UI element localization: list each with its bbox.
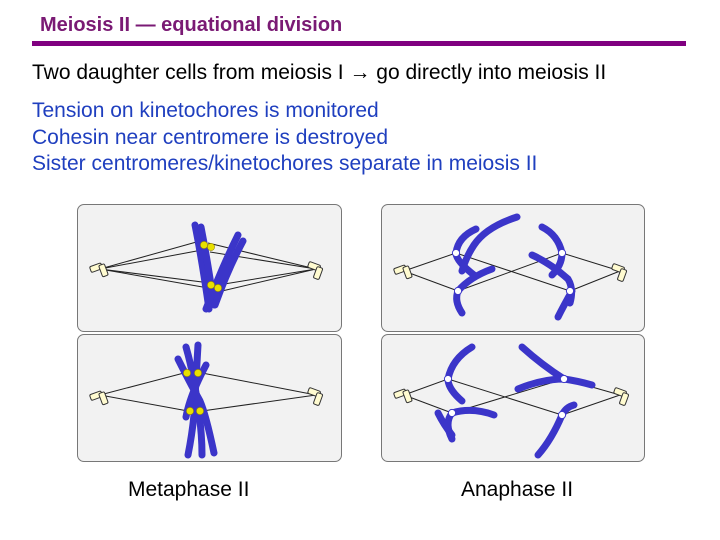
centriole-pair-icon bbox=[608, 262, 629, 283]
caption-metaphase: Metaphase II bbox=[128, 478, 250, 501]
centriole-pair-icon bbox=[392, 387, 413, 407]
anaphase-cell-top bbox=[381, 204, 645, 332]
bullet-item-tension: Tension on kinetochores is monitored bbox=[32, 99, 379, 122]
intro-text: Two daughter cells from meiosis I → go d… bbox=[32, 61, 607, 84]
metaphase-cell-top bbox=[77, 204, 342, 332]
title-rule bbox=[32, 41, 686, 46]
centriole-pair-icon bbox=[88, 261, 109, 281]
page-title: Meiosis II — equational division bbox=[40, 14, 343, 36]
centriole-pair-icon bbox=[88, 389, 109, 409]
bullet-item-separation: Sister centromeres/kinetochores separate… bbox=[32, 152, 538, 175]
bullet-list: Tension on kinetochores is monitored Coh… bbox=[32, 98, 537, 178]
bullet-item-cohesin: Cohesin near centromere is destroyed bbox=[32, 125, 389, 149]
centriole-pair-icon bbox=[610, 386, 631, 407]
caption-anaphase: Anaphase II bbox=[461, 478, 574, 501]
centriole-pair-icon bbox=[392, 263, 413, 283]
metaphase-cell-bottom bbox=[77, 334, 342, 462]
anaphase-cell-bottom bbox=[381, 334, 645, 462]
